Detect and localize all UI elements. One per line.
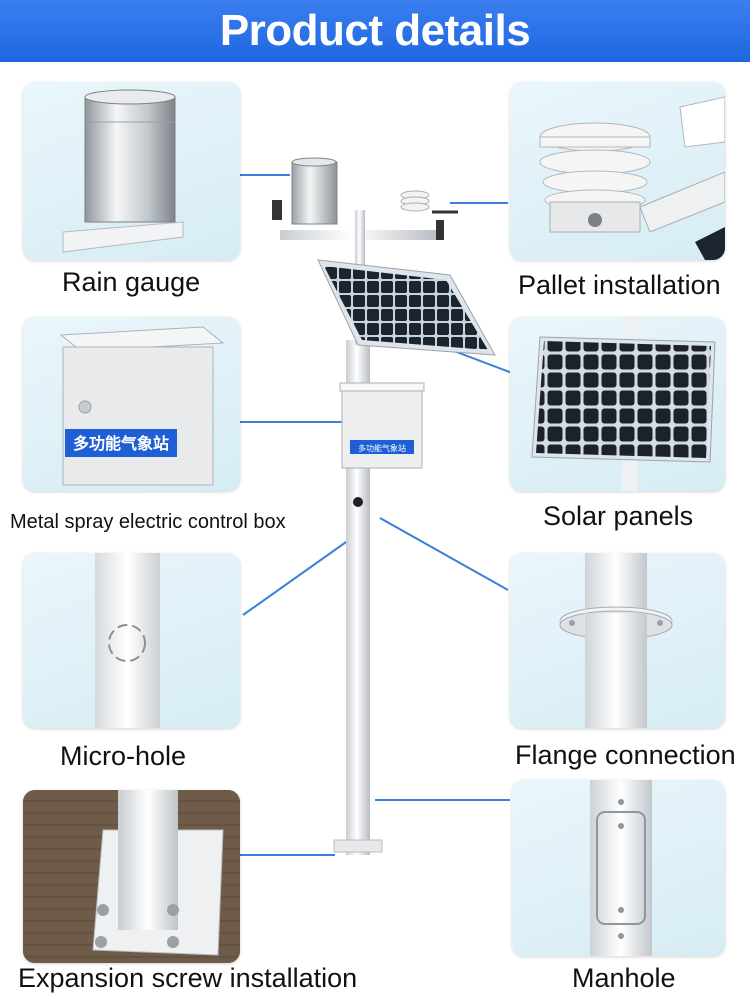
label-pallet-installation: Pallet installation bbox=[518, 270, 721, 300]
flange-connection-image bbox=[559, 553, 673, 728]
weather-station-svg: 多功能气象站 bbox=[272, 157, 496, 855]
label-expansion-screw: Expansion screw installation bbox=[18, 963, 358, 993]
solar-panels-image bbox=[531, 317, 716, 491]
micro-hole-panel bbox=[23, 553, 240, 728]
control-box-image: 多功能气象站 bbox=[59, 326, 225, 486]
manhole-image bbox=[590, 780, 652, 956]
pallet-installation-panel bbox=[510, 82, 725, 260]
label-control-box: Metal spray electric control box bbox=[10, 511, 286, 533]
manhole-panel bbox=[512, 780, 725, 956]
rain-gauge-panel bbox=[23, 82, 240, 260]
expansion-screw-panel bbox=[23, 790, 240, 963]
micro-hole-image bbox=[95, 553, 160, 728]
label-micro-hole: Micro-hole bbox=[60, 741, 187, 771]
solar-panels-panel bbox=[510, 317, 725, 491]
expansion-screw-image bbox=[23, 790, 240, 963]
control-box-sign-large: 多功能气象站 bbox=[73, 434, 169, 453]
control-box-panel: 多功能气象站 bbox=[23, 317, 240, 491]
pallet-installation-image bbox=[539, 96, 725, 260]
control-box-sign: 多功能气象站 bbox=[358, 443, 406, 453]
label-manhole: Manhole bbox=[572, 963, 676, 993]
rain-gauge-image bbox=[62, 89, 184, 253]
weather-station-illustration: 多功能气象站 bbox=[240, 140, 510, 970]
flange-connection-panel bbox=[510, 553, 725, 728]
page-title: Product details bbox=[219, 6, 531, 55]
header-banner: Product details bbox=[0, 0, 750, 62]
label-solar-panels: Solar panels bbox=[543, 501, 694, 531]
label-rain-gauge: Rain gauge bbox=[62, 267, 201, 297]
label-flange-connection: Flange connection bbox=[515, 740, 736, 770]
